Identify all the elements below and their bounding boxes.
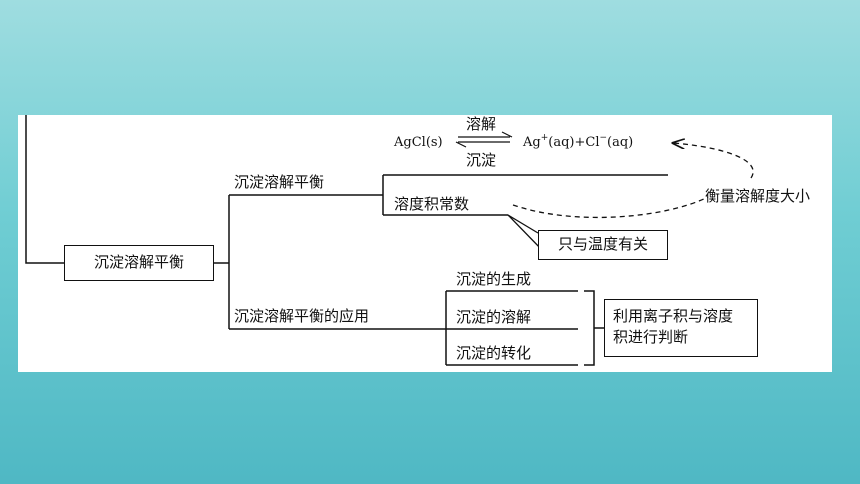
judgment-line-2: 积进行判断 [613,328,689,346]
measure-note: 衡量溶解度大小 [705,187,811,205]
root-node: 沉淀溶解平衡 [64,245,214,281]
root-label: 沉淀溶解平衡 [93,253,184,271]
application-item: 沉淀的转化 [456,344,532,362]
dashed-curve-ksp [512,196,709,219]
application-item: 沉淀的溶解 [456,308,532,326]
dashed-arrow-up [673,143,754,179]
branch-application-label: 沉淀溶解平衡的应用 [234,307,370,325]
concept-map-panel: 沉淀溶解平衡 沉淀溶解平衡 AgCl(s) 溶解 沉淀 Ag+(aq)+Cl−(… [18,115,832,372]
equation-backward-label: 沉淀 [466,151,497,169]
right-brace [584,290,604,366]
forward-arrow [458,131,513,138]
equation-right: Ag+(aq)+Cl−(aq) [523,133,634,151]
backward-arrow [455,141,510,148]
branch-equilibrium-label: 沉淀溶解平衡 [234,173,325,191]
ksp-note-box: 只与温度有关 [538,230,668,260]
equation-forward-label: 溶解 [466,115,497,133]
outer-connector [25,115,64,264]
equation-left: AgCl(s) [394,135,443,150]
ksp-note-label: 只与温度有关 [557,235,648,253]
ksp-label: 溶度积常数 [394,195,470,213]
connector-lines [25,115,754,366]
judgment-box: 利用离子积与溶度 积进行判断 [604,299,758,357]
application-item: 沉淀的生成 [456,270,532,288]
judgment-line-1: 利用离子积与溶度 [613,307,734,325]
